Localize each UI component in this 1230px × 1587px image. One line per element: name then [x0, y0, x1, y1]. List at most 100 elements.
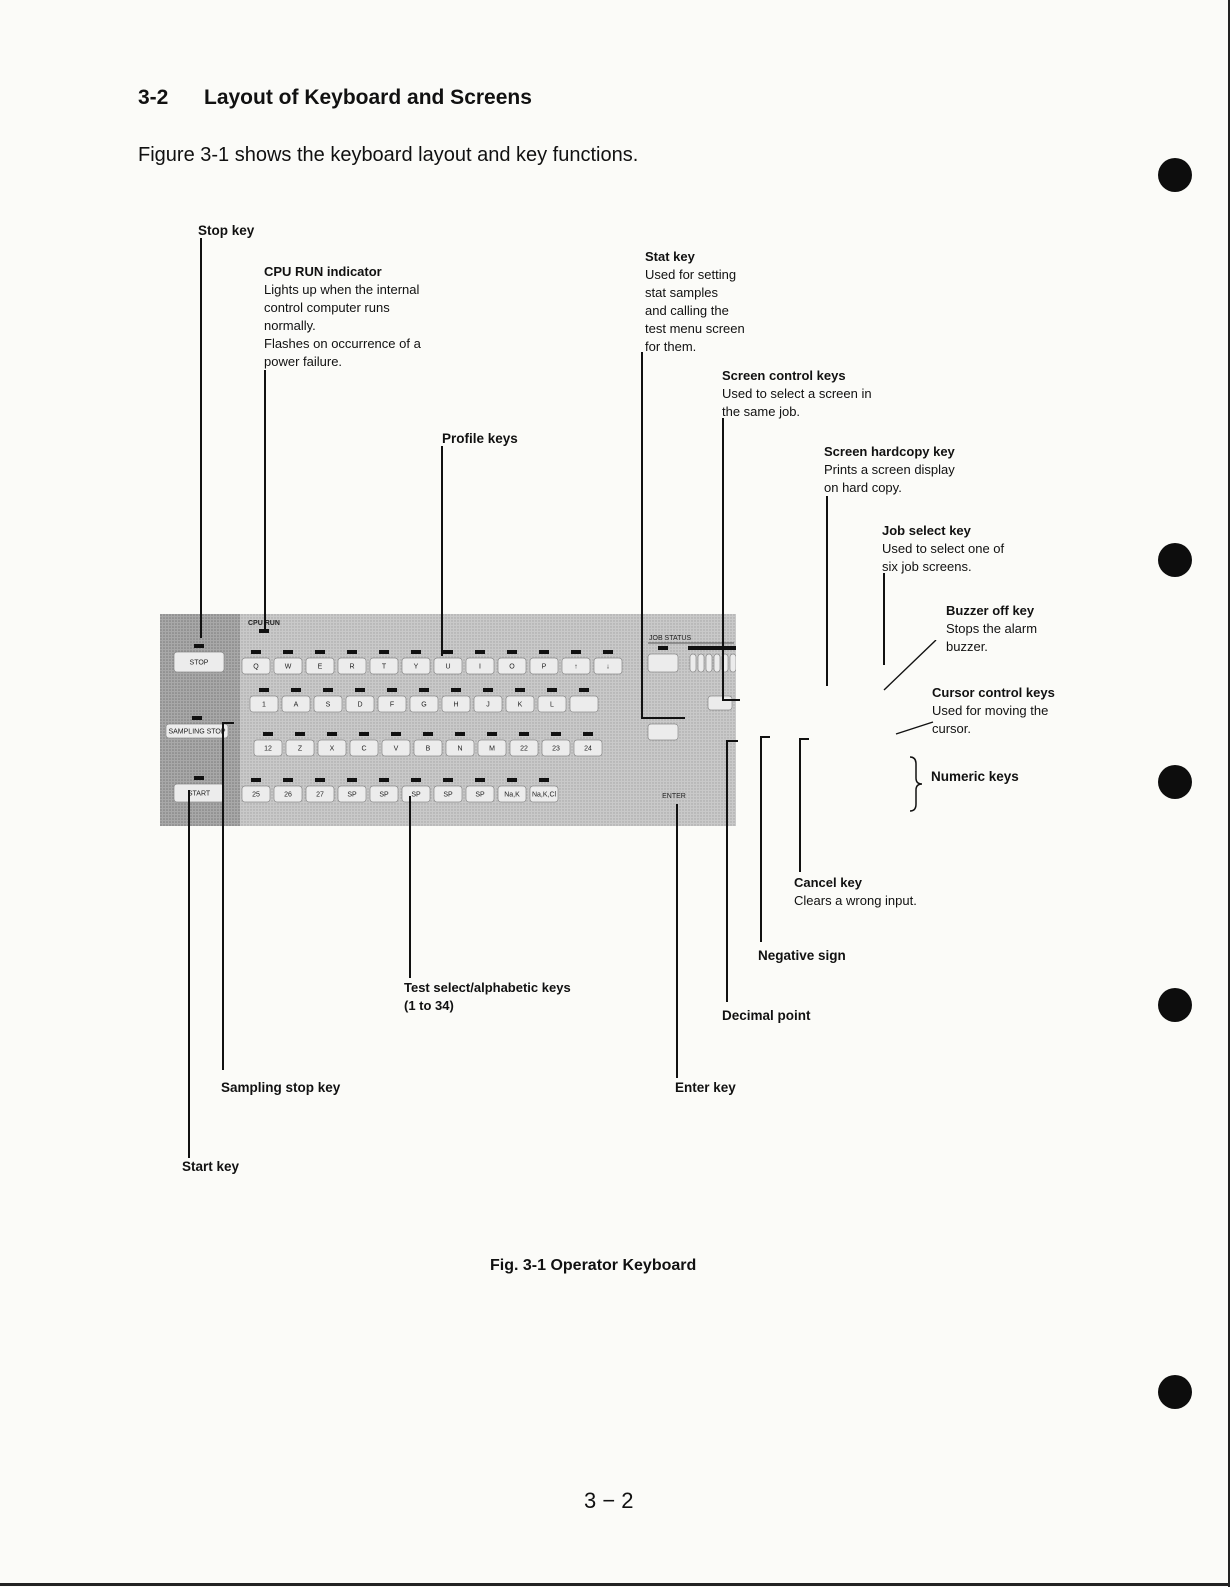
section-title: Layout of Keyboard and Screens	[204, 86, 532, 109]
test-select-key[interactable]: Na,K,Cl	[529, 778, 559, 803]
led-indicator	[411, 778, 421, 782]
key-label: B	[426, 746, 431, 753]
key-label: SP	[379, 792, 389, 799]
job-select-key[interactable]	[728, 646, 736, 673]
led-indicator	[391, 732, 401, 736]
test-select-key[interactable]: Na,K	[497, 778, 527, 803]
test-select-key[interactable]: S	[313, 688, 343, 713]
test-select-key[interactable]: C	[349, 732, 379, 757]
sampling-stop-label: Sampling stop key	[221, 1080, 341, 1095]
test-select-key[interactable]: X	[317, 732, 347, 757]
key-label: 22	[520, 746, 528, 753]
test-select-key[interactable]: 12	[253, 732, 283, 757]
test-select-key[interactable]: O	[497, 650, 527, 675]
test-select-key[interactable]: K	[505, 688, 535, 713]
key-label: 26	[284, 792, 292, 799]
numeric-keys-label: Numeric keys	[931, 769, 1019, 784]
key-label: R	[349, 664, 354, 671]
stat-sample-key[interactable]	[647, 723, 679, 741]
test-select-key[interactable]: 25	[241, 778, 271, 803]
test-select-key[interactable]: B	[413, 732, 443, 757]
key-label: SAMPLING STOP	[168, 729, 225, 736]
test-select-key[interactable]: D	[345, 688, 375, 713]
test-select-key[interactable]: R	[337, 650, 367, 675]
test-select-key[interactable]: U	[433, 650, 463, 675]
test-select-key[interactable]: Z	[285, 732, 315, 757]
test-select-key[interactable]: P	[529, 650, 559, 675]
key-label: Na,K	[504, 792, 520, 799]
stop-key[interactable]: STOP	[173, 644, 225, 673]
test-select-key[interactable]: N	[445, 732, 475, 757]
led-indicator	[475, 650, 485, 654]
job-status-marker: JOB STATUS	[649, 635, 691, 642]
test-select-key[interactable]: I	[465, 650, 495, 675]
key-label: E	[318, 664, 323, 671]
key-label: Z	[298, 746, 303, 753]
key-label: V	[394, 746, 399, 753]
led-indicator	[658, 646, 668, 650]
test-select-key[interactable]: Y	[401, 650, 431, 675]
stat-key[interactable]	[647, 646, 679, 673]
buzzer-off-label: Buzzer off key Stops the alarm buzzer.	[946, 603, 1038, 654]
test-select-key[interactable]	[569, 688, 599, 713]
test-select-key[interactable]: 27	[305, 778, 335, 803]
key-label: Y	[414, 664, 419, 671]
led-indicator	[263, 732, 273, 736]
test-select-key[interactable]: SP	[337, 778, 367, 803]
test-select-key[interactable]: 1	[249, 688, 279, 713]
test-select-key[interactable]: L	[537, 688, 567, 713]
led-indicator	[283, 778, 293, 782]
start-key[interactable]: START	[173, 776, 225, 803]
test-select-key[interactable]: G	[409, 688, 439, 713]
test-select-key[interactable]: M	[477, 732, 507, 757]
job-select-key[interactable]	[696, 646, 706, 673]
test-select-key[interactable]: H	[441, 688, 471, 713]
test-select-key[interactable]: 23	[541, 732, 571, 757]
test-select-key[interactable]: V	[381, 732, 411, 757]
led-indicator	[571, 650, 581, 654]
sampling-stop-key[interactable]: SAMPLING STOP	[165, 716, 229, 739]
job-select-key[interactable]	[712, 646, 722, 673]
job-select-key[interactable]	[704, 646, 714, 673]
key-label: W	[285, 664, 292, 671]
led-indicator	[539, 778, 549, 782]
numeric-brace	[909, 756, 923, 812]
test-select-key[interactable]: ↓	[593, 650, 623, 675]
key-label: S	[326, 702, 331, 709]
test-select-key[interactable]: SP	[465, 778, 495, 803]
key-label: T	[382, 664, 387, 671]
led-indicator	[387, 688, 397, 692]
test-select-key[interactable]: E	[305, 650, 335, 675]
test-select-key[interactable]: 24	[573, 732, 603, 757]
test-select-key[interactable]: SP	[369, 778, 399, 803]
test-select-key[interactable]: T	[369, 650, 399, 675]
led-indicator	[712, 646, 722, 650]
led-indicator	[194, 776, 204, 780]
led-indicator	[259, 688, 269, 692]
job-select-key[interactable]	[688, 646, 698, 673]
test-select-key[interactable]: SP	[433, 778, 463, 803]
test-select-key[interactable]: W	[273, 650, 303, 675]
key-label: 1	[262, 702, 266, 709]
page-number: 3 − 2	[584, 1488, 634, 1513]
test-select-key[interactable]: 26	[273, 778, 303, 803]
test-select-key[interactable]: J	[473, 688, 503, 713]
led-indicator	[539, 650, 549, 654]
led-indicator	[291, 688, 301, 692]
profile-keys-label: Profile keys	[442, 431, 518, 446]
key-label: U	[445, 664, 450, 671]
test-select-key[interactable]: Q	[241, 650, 271, 675]
test-select-key[interactable]: A	[281, 688, 311, 713]
led-indicator	[347, 778, 357, 782]
led-indicator	[443, 778, 453, 782]
led-indicator	[696, 646, 706, 650]
key-label: M	[489, 746, 495, 753]
test-select-key[interactable]: 22	[509, 732, 539, 757]
test-select-key[interactable]: ↑	[561, 650, 591, 675]
binder-hole	[1158, 158, 1192, 192]
key-label: 23	[552, 746, 560, 753]
enter-key[interactable]: ENTER	[662, 793, 686, 800]
key-label: STOP	[190, 660, 209, 667]
test-select-key[interactable]: F	[377, 688, 407, 713]
screen-hardcopy-label: Screen hardcopy key Prints a screen disp…	[824, 444, 955, 495]
